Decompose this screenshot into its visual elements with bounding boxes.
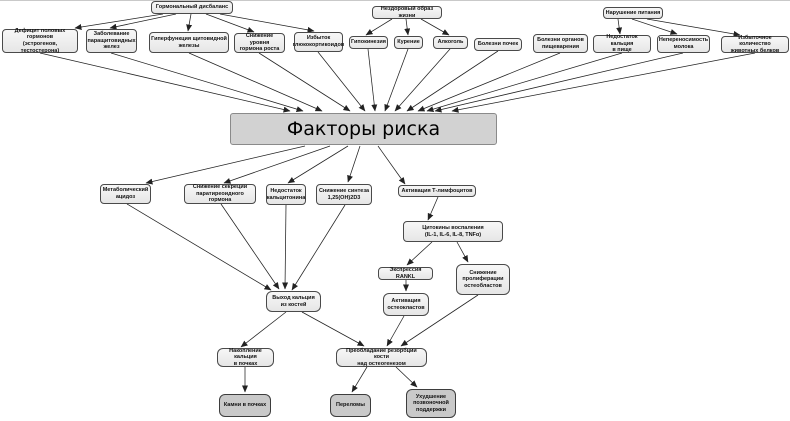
edge-hormonal-gluco [219, 13, 315, 33]
edge-hypokinesia-risk [367, 48, 378, 112]
edge-lifestyle-hypokinesia [365, 18, 393, 36]
edge-sexhormones-risk [39, 52, 291, 113]
edge-alcohol-risk [394, 48, 451, 112]
edge-risk-calcitonin [287, 145, 349, 184]
node-osteoblast-proliferation-decrease: Снижение пролиферации остеобластов [456, 264, 510, 295]
edge-vitd-calciumrelease [291, 204, 346, 291]
edge-tlymph-cytokines [427, 196, 439, 221]
node-thyroid-hyperfunction: Гиперфункция щитовидной железы [149, 32, 229, 53]
edge-calciumlack-risk [426, 52, 623, 113]
node-glucocorticoid-excess: Избыток глюкокортикоидов [293, 32, 344, 52]
edge-hormonal-parathyroid [109, 13, 177, 30]
edge-acidosis-calciumrelease [126, 203, 272, 291]
node-parathyroid-disease: Заболевание паращитовидных желез [86, 29, 137, 53]
edge-parathyroid-risk [110, 52, 304, 112]
node-pth-secretion-decrease: Снижение секреции паратиреоидного гормон… [184, 184, 256, 204]
node-hypokinesia: Гипокинезия [349, 36, 388, 49]
edge-risk-vitd [347, 145, 361, 183]
node-spinal-support-deterioration: Ухудшение позвоночной поддержки [406, 389, 456, 418]
edge-gluco-risk [317, 51, 366, 112]
edge-proteins-risk [451, 52, 756, 113]
edge-risk-acidosis [145, 145, 306, 185]
edge-thyroid-risk [188, 52, 323, 112]
node-alcohol: Алкоголь [433, 36, 468, 49]
edge-nutrition-calciumlack [616, 18, 623, 35]
node-inflammation-cytokines: Цитокины воспаления (IL-1, IL-6, IL-8, T… [403, 221, 503, 242]
node-vitamin-d-synthesis-decrease: Снижение синтеза 1,25(OH)2D3 [316, 184, 372, 205]
node-rankl-expression: Экспрессия RANKL [378, 267, 433, 280]
node-bone-resorption-predominance: Преобладание резорбции кости над остеоге… [336, 348, 427, 367]
edge-growth-risk [258, 52, 351, 112]
edge-cytokines-osteoblast [456, 241, 469, 263]
edge-nutrition-proteins [646, 18, 741, 37]
node-risk-factors: Факторы риска [230, 113, 497, 145]
edge-nutrition-milk [631, 18, 678, 35]
edge-risk-tlymph [377, 145, 406, 185]
node-kidney-diseases: Болезни почек [474, 38, 522, 51]
edge-lifestyle-alcohol [420, 18, 450, 36]
edge-smoking-risk [384, 48, 409, 112]
edge-calcitonin-calciumrelease [282, 204, 289, 290]
node-digestive-diseases: Болезни органов пищеварения [533, 34, 588, 53]
node-kidney-stones: Камни в почках [219, 394, 271, 417]
node-unhealthy-lifestyle: Нездоровый образ жизни [372, 6, 442, 19]
edge-osteoclast-resorption [386, 315, 405, 347]
node-metabolic-acidosis: Метаболический ацидоз [100, 184, 151, 204]
node-hormonal-imbalance: Гормональный дисбаланс [151, 1, 233, 14]
edge-resorption-fractures [351, 366, 368, 393]
edge-hormonal-thyroid [186, 13, 193, 32]
node-t-lymphocyte-activation: Активация Т-лимфоцитов [398, 185, 476, 197]
node-calcium-accumulation-kidneys: Накопление кальция в почках [217, 348, 274, 367]
node-calcium-release-from-bones: Выход кальция из костей [266, 291, 321, 312]
node-milk-intolerance: Непереносимость молока [657, 35, 710, 53]
edge-calciumrelease-resorption [301, 311, 365, 347]
node-calcium-deficiency: Недостаток кальция в пище [593, 34, 651, 53]
edge-risk-pth [223, 145, 331, 184]
edge-lifestyle-smoking [404, 18, 411, 36]
edge-kidneydis-risk [406, 50, 499, 112]
node-growth-hormone-decrease: Снижение уровня гормона роста [234, 33, 285, 53]
node-sex-hormone-deficiency: Дефицит половых гормонов (эстрогенов, те… [2, 28, 78, 54]
edge-calciumrelease-accumulation [240, 311, 287, 348]
node-nutrition-disorder: Нарушение питания [603, 7, 663, 19]
edge-resorption-spinal [395, 366, 418, 388]
node-smoking: Курение [394, 36, 423, 49]
top-divider [0, 0, 790, 1]
edge-digestive-risk [417, 52, 561, 112]
edge-hormonal-sexhormones [74, 13, 164, 30]
node-animal-proteins-excess: Избыточное количество животных белков [721, 35, 789, 54]
node-fractures: Переломы [330, 394, 371, 417]
node-calcitonin-deficiency: Недостаток кальцитонина [266, 184, 306, 205]
edge-cytokines-rankl [406, 241, 433, 266]
edge-pth-calciumrelease [220, 203, 280, 290]
edge-hormonal-growth [205, 13, 255, 33]
node-osteoclast-activation: Активация остеокластов [383, 293, 429, 316]
edge-milk-risk [434, 52, 684, 113]
